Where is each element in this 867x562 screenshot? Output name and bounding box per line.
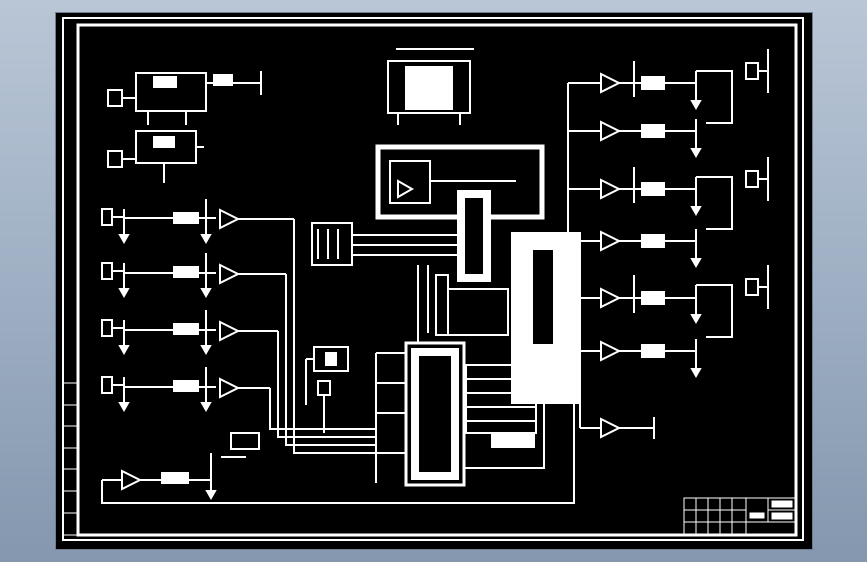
left-connector bbox=[311, 222, 458, 266]
crystal-circuit bbox=[305, 346, 349, 433]
bottom-left-loop bbox=[101, 363, 575, 504]
top-center-ic bbox=[387, 48, 474, 125]
left-input-channels bbox=[101, 199, 294, 403]
ground-symbols bbox=[118, 100, 702, 501]
outer-frame bbox=[62, 17, 804, 541]
side-strip bbox=[62, 382, 79, 536]
circuit-schematic bbox=[62, 17, 804, 541]
right-output-channels bbox=[600, 49, 769, 439]
drawing-sheet bbox=[55, 12, 813, 550]
right-output-bus bbox=[567, 82, 601, 429]
title-block bbox=[683, 497, 797, 536]
inner-frame bbox=[76, 23, 798, 537]
routing-block bbox=[417, 232, 581, 469]
top-left-network bbox=[107, 71, 262, 183]
middle-subcircuit bbox=[375, 144, 545, 282]
main-mcu bbox=[375, 341, 466, 487]
input-bus-lines bbox=[269, 219, 376, 454]
